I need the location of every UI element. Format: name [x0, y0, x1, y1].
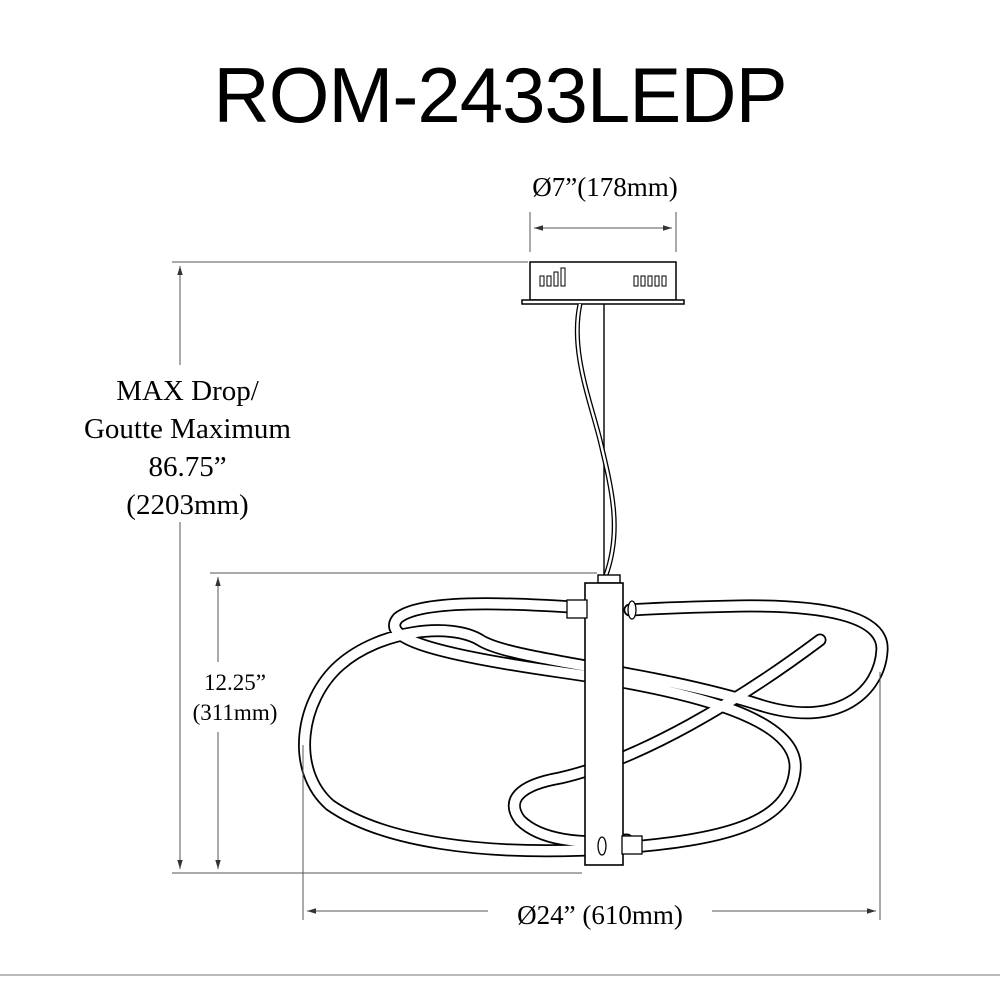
center-column	[566, 574, 643, 866]
canopy	[521, 261, 685, 305]
suspension-cord	[574, 303, 617, 578]
canopy-diameter-label: Ø7”(178mm)	[532, 172, 678, 202]
height-line-1: 12.25”	[204, 670, 266, 695]
dimension-lines	[0, 212, 1000, 976]
height-line-2: (311mm)	[192, 700, 278, 725]
max-drop-label: MAX Drop/ Goutte Maximum 86.75” (2203mm)	[55, 372, 320, 524]
model-title: ROM-2433LEDP	[213, 51, 787, 139]
max-drop-line-2: Goutte Maximum	[83, 413, 291, 445]
max-drop-line-1: MAX Drop/	[116, 375, 259, 407]
canopy-vents-left	[539, 267, 566, 287]
canopy-vents-right	[633, 275, 667, 287]
led-ribbon	[298, 597, 889, 858]
max-drop-line-4: (2203mm)	[126, 489, 249, 521]
fixture-diameter-label: Ø24” (610mm)	[517, 900, 683, 930]
fixture-height-label: 12.25” (311mm)	[150, 668, 320, 728]
max-drop-line-3: 86.75”	[148, 451, 227, 483]
